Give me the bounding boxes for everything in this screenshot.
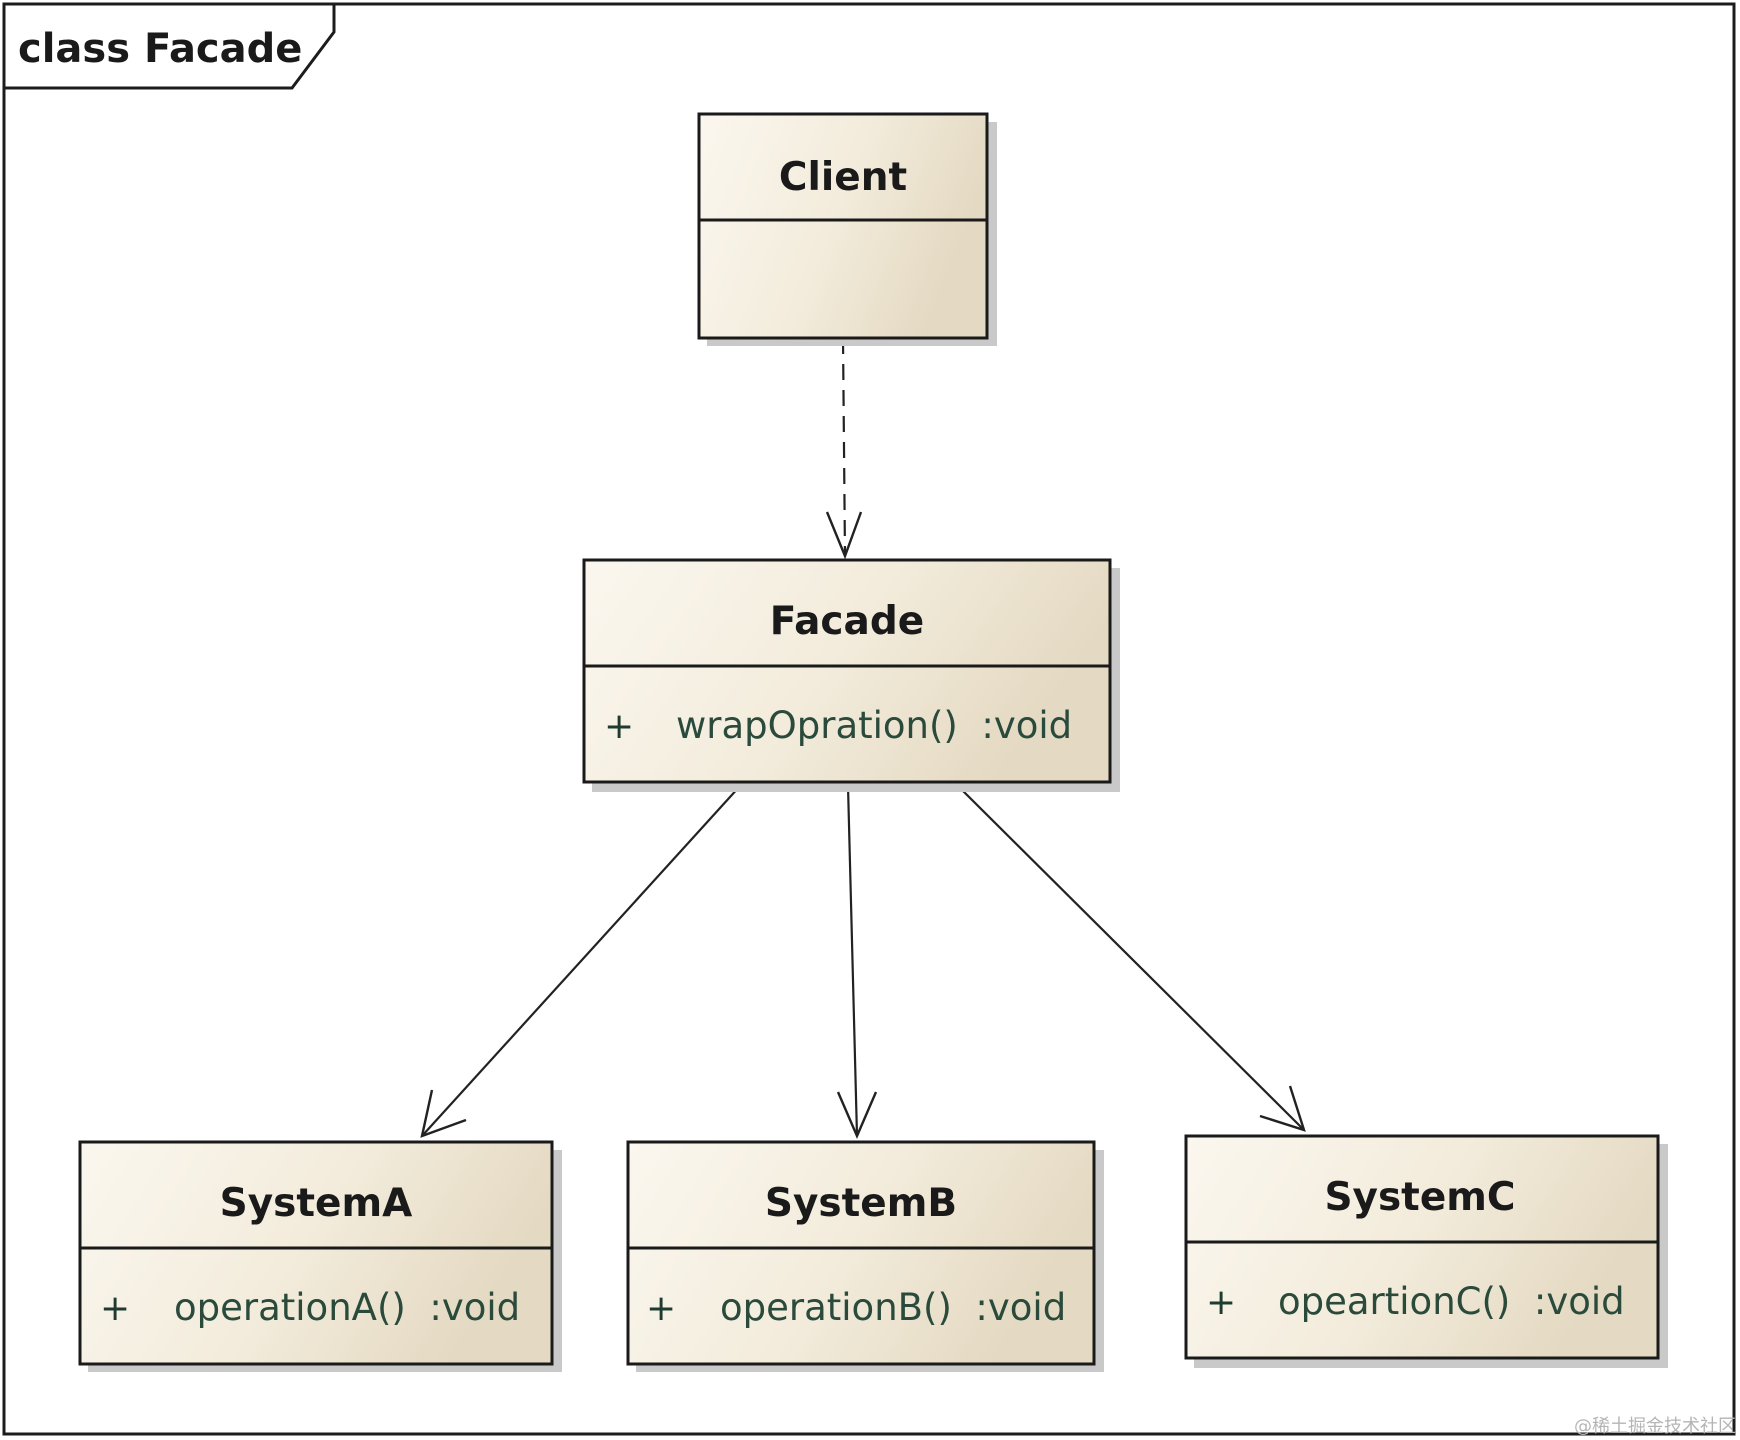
class-systemc-operation: opeartionC() :void — [1278, 1280, 1625, 1323]
association-facade-systemb — [846, 785, 859, 1137]
class-systema-box — [78, 1140, 554, 1366]
class-facade-name: Facade — [770, 599, 924, 644]
class-systemc-name: SystemC — [1324, 1175, 1515, 1220]
dependency-arrowhead — [825, 511, 863, 560]
dependency-client-facade — [841, 337, 847, 557]
association-arrowhead-systemb — [836, 1091, 878, 1140]
diagram-frame-tab — [2, 2, 336, 90]
class-systemb-op-visibility: + — [646, 1288, 676, 1329]
class-systema-op-visibility: + — [100, 1288, 130, 1329]
association-facade-systema — [421, 785, 741, 1137]
diagram-frame-label: class Facade — [18, 26, 302, 72]
association-arrowhead-systemc — [1259, 1085, 1306, 1132]
class-systemc[interactable]: SystemC + opeartionC() :void — [1184, 1134, 1668, 1368]
class-client-box — [697, 112, 989, 340]
class-systema[interactable]: SystemA + operationA() :void — [78, 1140, 562, 1372]
watermark: @稀土掘金技术社区 — [1574, 1416, 1736, 1437]
class-systemb-operation: operationB() :void — [720, 1286, 1066, 1329]
class-systema-operation: operationA() :void — [174, 1286, 520, 1329]
edges — [420, 337, 1306, 1140]
class-facade-box — [582, 558, 1112, 784]
class-systemb[interactable]: SystemB + operationB() :void — [626, 1140, 1104, 1372]
class-systemc-op-visibility: + — [1206, 1282, 1236, 1323]
association-facade-systemc — [957, 785, 1305, 1131]
class-facade[interactable]: Facade + wrapOpration() :void — [582, 558, 1120, 792]
class-systemb-name: SystemB — [765, 1181, 957, 1226]
association-arrowhead-systema — [420, 1089, 467, 1138]
class-client-name: Client — [779, 155, 907, 200]
class-systemb-box — [626, 1140, 1096, 1366]
class-facade-op-visibility: + — [604, 706, 634, 747]
class-client[interactable]: Client — [697, 112, 997, 346]
class-facade-operation: wrapOpration() :void — [676, 704, 1072, 747]
class-systemc-box — [1184, 1134, 1660, 1360]
class-systema-name: SystemA — [220, 1181, 413, 1226]
